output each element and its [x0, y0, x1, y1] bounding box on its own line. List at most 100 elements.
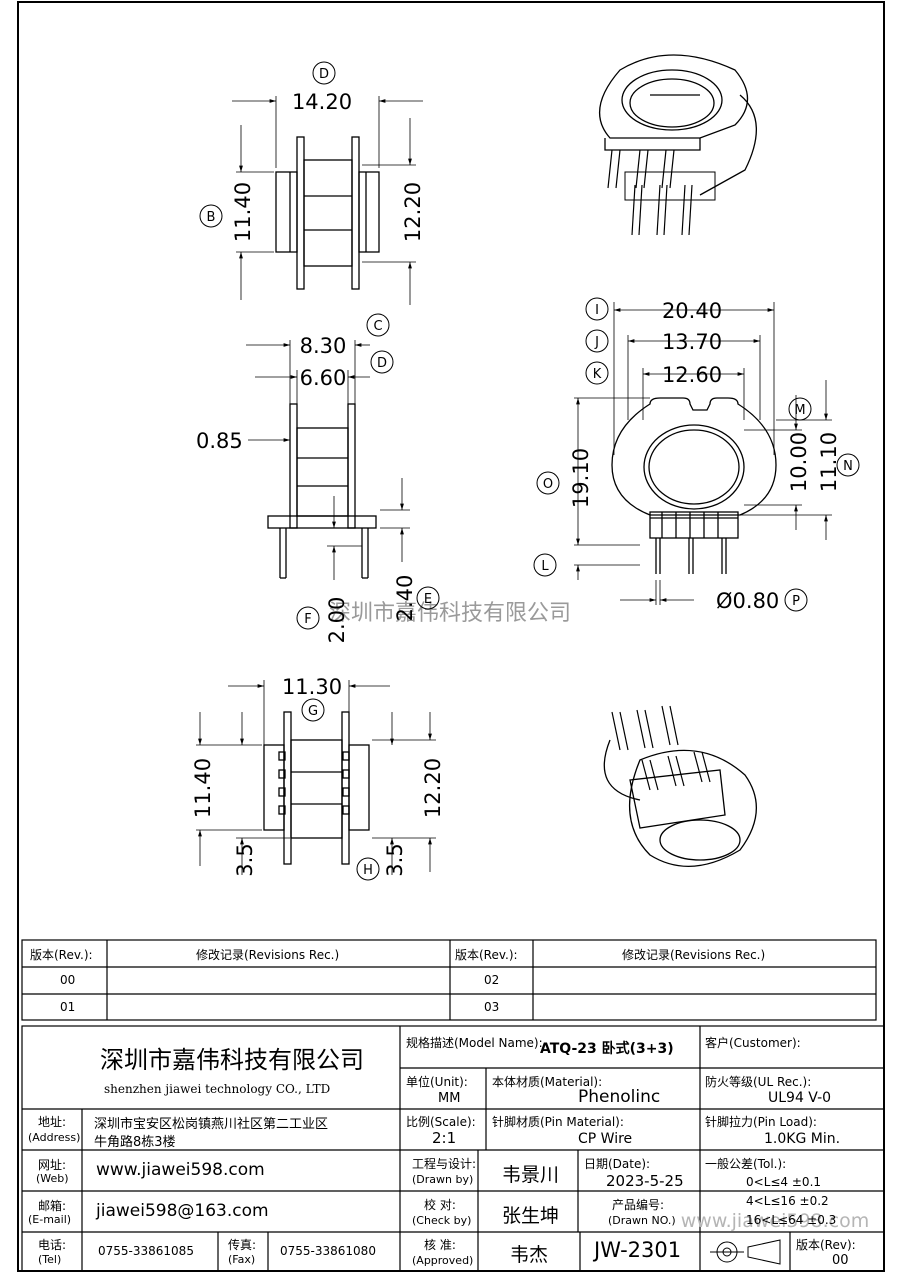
watermark-url: www.jiawei598.com — [681, 1210, 870, 1232]
approved-label-en: (Approved) — [412, 1254, 474, 1267]
tag-f: F — [304, 612, 311, 627]
dim-19-10: 19.10 — [569, 448, 593, 508]
tag-o: O — [543, 477, 553, 492]
dim-10-00: 10.00 — [787, 432, 811, 492]
view-top-left — [232, 96, 423, 305]
view-front — [574, 302, 832, 605]
tag-e: E — [424, 592, 432, 607]
tolerance-row-1: 0<L≤4 ±0.1 — [746, 1175, 822, 1189]
tag-l: L — [541, 559, 549, 574]
rev-header-2: 版本(Rev.): — [455, 948, 518, 962]
tel-label: 电话: — [38, 1238, 67, 1252]
date-label: 日期(Date): — [584, 1157, 651, 1171]
company-name-en: shenzhen jiawei technology CO., LTD — [104, 1082, 331, 1096]
web-label: 网址: — [38, 1158, 67, 1172]
tolerance-row-2: 4<L≤16 ±0.2 — [746, 1194, 829, 1208]
dim-3-5-b: 3.5 — [383, 843, 407, 876]
product-no-label: 产品编号: — [612, 1198, 665, 1212]
unit-value: MM — [438, 1091, 461, 1106]
approved-by-value: 韦杰 — [510, 1244, 549, 1266]
mail-label: 邮箱: — [38, 1199, 67, 1213]
dim-12-60: 12.60 — [662, 363, 722, 387]
approved-label: 核 准: — [424, 1238, 456, 1252]
check-label-en: (Check by) — [412, 1214, 472, 1227]
tag-d1: D — [319, 67, 329, 82]
revision-table-lines — [21, 939, 877, 1021]
view-side — [246, 340, 410, 580]
addr-label: 地址: — [38, 1115, 67, 1129]
drawn-label: 工程与设计: — [412, 1157, 477, 1171]
rev-label: 版本(Rev): — [796, 1238, 856, 1252]
tag-p: P — [792, 594, 800, 609]
fax-value: 0755-33861080 — [280, 1244, 376, 1258]
product-no-value: JW-2301 — [594, 1238, 682, 1262]
dim-11-40-b: 11.40 — [191, 758, 215, 818]
dim-12-20-a: 12.20 — [401, 182, 425, 242]
tag-j: J — [594, 335, 599, 350]
tag-b: B — [207, 210, 216, 225]
projection-symbol — [710, 1239, 781, 1265]
tag-m: M — [794, 403, 805, 418]
tag-i: I — [595, 303, 599, 318]
customer-label: 客户(Customer): — [705, 1036, 801, 1050]
rec-header-1: 修改记录(Revisions Rec.) — [196, 948, 340, 962]
website-link[interactable]: www.jiawei598.com — [96, 1160, 265, 1180]
tolerance-row-3: 16<L≤64 ±0.3 — [746, 1213, 837, 1227]
tag-n: N — [843, 459, 853, 474]
ul-value: UL94 V-0 — [768, 1090, 832, 1106]
product-no-label-en: (Drawn NO.) — [608, 1214, 676, 1227]
dim-0-85: 0.85 — [196, 429, 243, 453]
dim-13-70: 13.70 — [662, 330, 722, 354]
dim-14-20: 14.20 — [292, 90, 352, 114]
dim-12-20-b: 12.20 — [421, 758, 445, 818]
dim-20-40: 20.40 — [662, 299, 722, 323]
dim-0-80: Ø0.80 — [716, 589, 779, 613]
material-value: Phenolinc — [578, 1087, 661, 1107]
fax-label-en: (Fax) — [228, 1253, 256, 1266]
dim-2-40: 2.40 — [393, 575, 417, 622]
iso-view-bottom — [603, 705, 757, 868]
view-bottom — [196, 680, 436, 875]
dim-3-5-a: 3.5 — [233, 843, 257, 876]
rev-row-02: 02 — [484, 973, 500, 987]
model-label: 规格描述(Model Name): — [406, 1036, 543, 1050]
address-line-1: 深圳市宝安区松岗镇燕川社区第二工业区 — [94, 1117, 329, 1132]
dim-6-60: 6.60 — [300, 366, 347, 390]
drawn-label-en: (Drawn by) — [412, 1173, 474, 1186]
pin-material-label: 针脚材质(Pin Material): — [492, 1115, 624, 1129]
tag-h: H — [363, 863, 373, 878]
pin-load-value: 1.0KG Min. — [764, 1131, 841, 1147]
address-line-2: 牛角路8栋3楼 — [94, 1135, 176, 1150]
tel-label-en: (Tel) — [38, 1253, 62, 1266]
tag-k: K — [593, 367, 602, 382]
tolerance-label: 一般公差(Tol.): — [705, 1157, 787, 1171]
tag-g: G — [308, 704, 318, 719]
tel-value: 0755-33861085 — [98, 1244, 194, 1258]
dim-11-30: 11.30 — [282, 675, 342, 699]
model-value: ATQ-23 卧式(3+3) — [540, 1041, 674, 1057]
tag-d2: D — [377, 356, 387, 371]
drawn-by-value: 韦景川 — [502, 1164, 560, 1186]
ul-label: 防火等级(UL Rec.): — [705, 1075, 812, 1089]
scale-value: 2:1 — [432, 1129, 457, 1147]
fax-label: 传真: — [228, 1238, 257, 1252]
watermark-company: 深圳市嘉伟科技有限公司 — [329, 601, 571, 626]
addr-label-en: (Address) — [28, 1131, 81, 1144]
rev-row-03: 03 — [484, 1000, 500, 1014]
company-name-cn: 深圳市嘉伟科技有限公司 — [100, 1046, 364, 1074]
rec-header-2: 修改记录(Revisions Rec.) — [622, 948, 766, 962]
check-by-value: 张生坤 — [502, 1205, 560, 1227]
pin-material-value: CP Wire — [578, 1131, 633, 1147]
title-block-lines — [21, 1025, 885, 1272]
dim-8-30: 8.30 — [300, 334, 347, 358]
rev-value: 00 — [832, 1253, 849, 1268]
material-label: 本体材质(Material): — [492, 1075, 603, 1089]
rev-row-01: 01 — [60, 1000, 76, 1014]
dim-11-40-a: 11.40 — [231, 182, 255, 242]
dim-2-00: 2.00 — [325, 597, 349, 644]
tag-c: C — [373, 319, 382, 334]
check-label: 校 对: — [424, 1198, 456, 1212]
email-link[interactable]: jiawei598@163.com — [96, 1201, 269, 1221]
scale-label: 比例(Scale): — [406, 1115, 476, 1129]
